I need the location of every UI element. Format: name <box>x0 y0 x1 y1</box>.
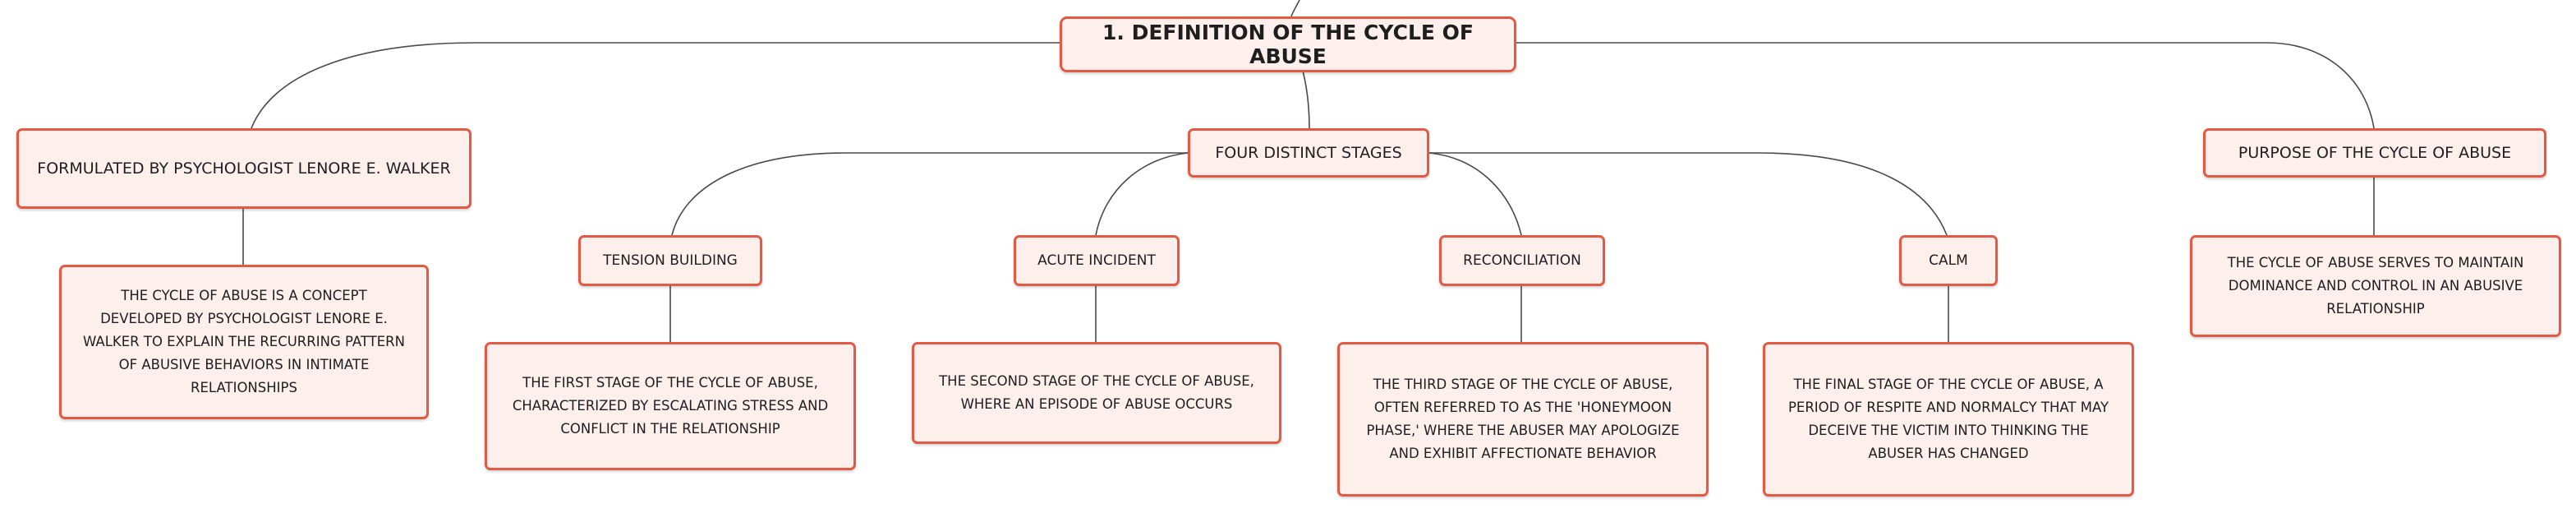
connector-stages-to-calm <box>1429 152 1948 236</box>
connector-stages-to-tension <box>671 152 1188 236</box>
stage-tension-building[interactable]: TENSION BUILDING <box>578 235 762 286</box>
origin-node[interactable]: FORMULATED BY PSYCHOLOGIST LENORE E. WAL… <box>16 128 472 209</box>
purpose-description[interactable]: THE CYCLE OF ABUSE SERVES TO MAINTAIN DO… <box>2190 235 2561 337</box>
stage-reconciliation-description[interactable]: THE THIRD STAGE OF THE CYCLE OF ABUSE, O… <box>1337 342 1709 497</box>
stage-reconciliation[interactable]: RECONCILIATION <box>1439 235 1605 286</box>
stages-node[interactable]: FOUR DISTINCT STAGES <box>1188 128 1429 178</box>
connector-stages-to-acute <box>1095 152 1189 236</box>
connector-parent-to-root <box>1290 0 1300 17</box>
stage-tension-building-description[interactable]: THE FIRST STAGE OF THE CYCLE OF ABUSE, C… <box>485 342 856 470</box>
origin-description[interactable]: THE CYCLE OF ABUSE IS A CONCEPT DEVELOPE… <box>59 265 429 419</box>
root-node[interactable]: 1. DEFINITION OF THE CYCLE OF ABUSE <box>1060 16 1516 72</box>
connector-root-to-purpose <box>1516 42 2375 129</box>
purpose-node[interactable]: PURPOSE OF THE CYCLE OF ABUSE <box>2203 128 2546 178</box>
stage-acute-incident[interactable]: ACUTE INCIDENT <box>1014 235 1180 286</box>
connector-root-to-origin <box>251 42 1060 129</box>
connector-stages-to-reconciliation <box>1428 152 1522 236</box>
stage-calm-description[interactable]: THE FINAL STAGE OF THE CYCLE OF ABUSE, A… <box>1763 342 2134 497</box>
stage-calm[interactable]: CALM <box>1899 235 1998 286</box>
connector-root-to-stages <box>1302 70 1310 129</box>
stage-acute-incident-description[interactable]: THE SECOND STAGE OF THE CYCLE OF ABUSE, … <box>912 342 1281 444</box>
